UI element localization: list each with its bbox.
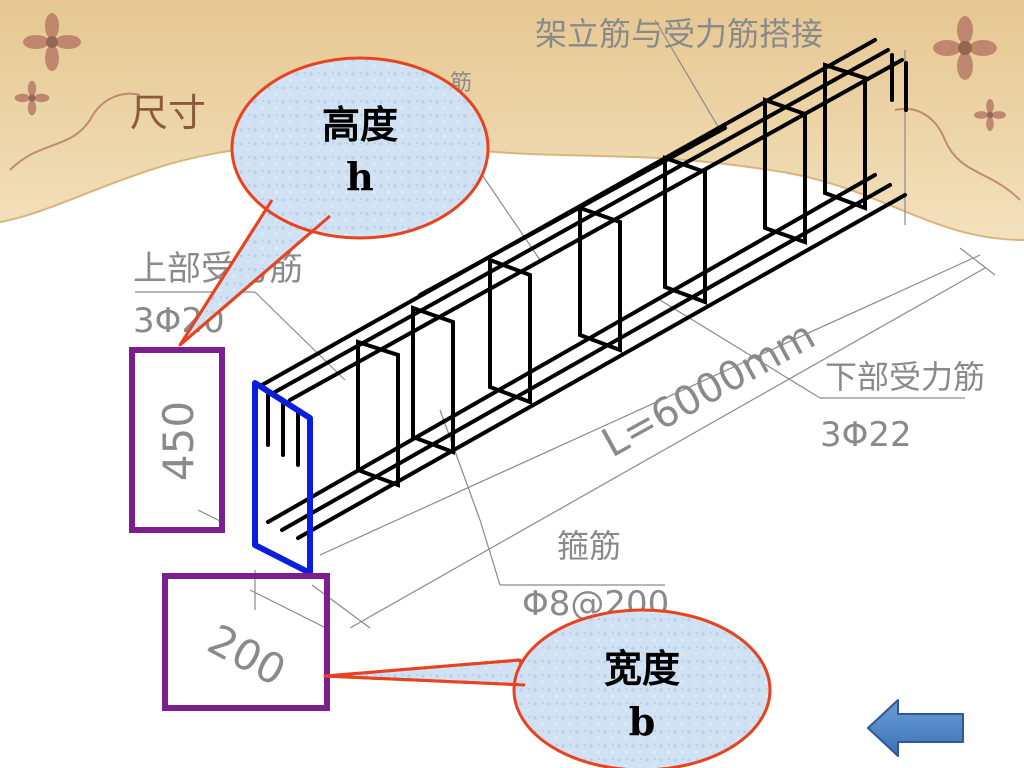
back-button[interactable] <box>867 699 964 757</box>
width-callout-symbol: b <box>629 699 656 744</box>
erection-bar <box>418 126 727 297</box>
height-dimension: 450 <box>129 347 225 533</box>
stirrup-2 <box>411 305 455 455</box>
rebar-cage <box>260 38 908 540</box>
width-highlight-box <box>162 573 330 711</box>
bottom-bar-label: 下部受力筋 <box>825 358 985 396</box>
width-dimension: 200 <box>162 573 330 711</box>
stirrup-label: 箍筋 <box>557 527 621 565</box>
height-callout-symbol: h <box>346 154 374 199</box>
stirrup-7 <box>823 62 867 211</box>
top-bar-3 <box>288 58 904 402</box>
height-callout: 高度 h <box>178 56 490 347</box>
bottom-bar-spec: 3Φ22 <box>820 415 912 455</box>
height-highlight-box <box>129 347 225 533</box>
stirrup-4 <box>578 205 622 353</box>
bottom-bar-2 <box>280 183 892 532</box>
width-value: 200 <box>200 615 294 696</box>
lap-label: 架立筋与受力筋搭接 <box>535 15 823 53</box>
stirrup-3 <box>488 257 532 405</box>
left-arrow-icon <box>867 699 964 757</box>
bottom-bar-3 <box>296 193 907 540</box>
flower-ornament-right-icon <box>894 16 1021 201</box>
width-callout-title: 宽度 <box>604 646 680 691</box>
height-value: 450 <box>154 401 203 481</box>
flower-ornament-left-icon <box>9 13 141 171</box>
stirrup-1 <box>356 339 400 488</box>
height-callout-title: 高度 <box>322 102 398 147</box>
stirrup-6 <box>763 97 807 245</box>
width-callout: 宽度 b <box>323 608 772 768</box>
slide-title: 尺寸 <box>130 91 206 135</box>
stirrup-5 <box>663 155 707 305</box>
